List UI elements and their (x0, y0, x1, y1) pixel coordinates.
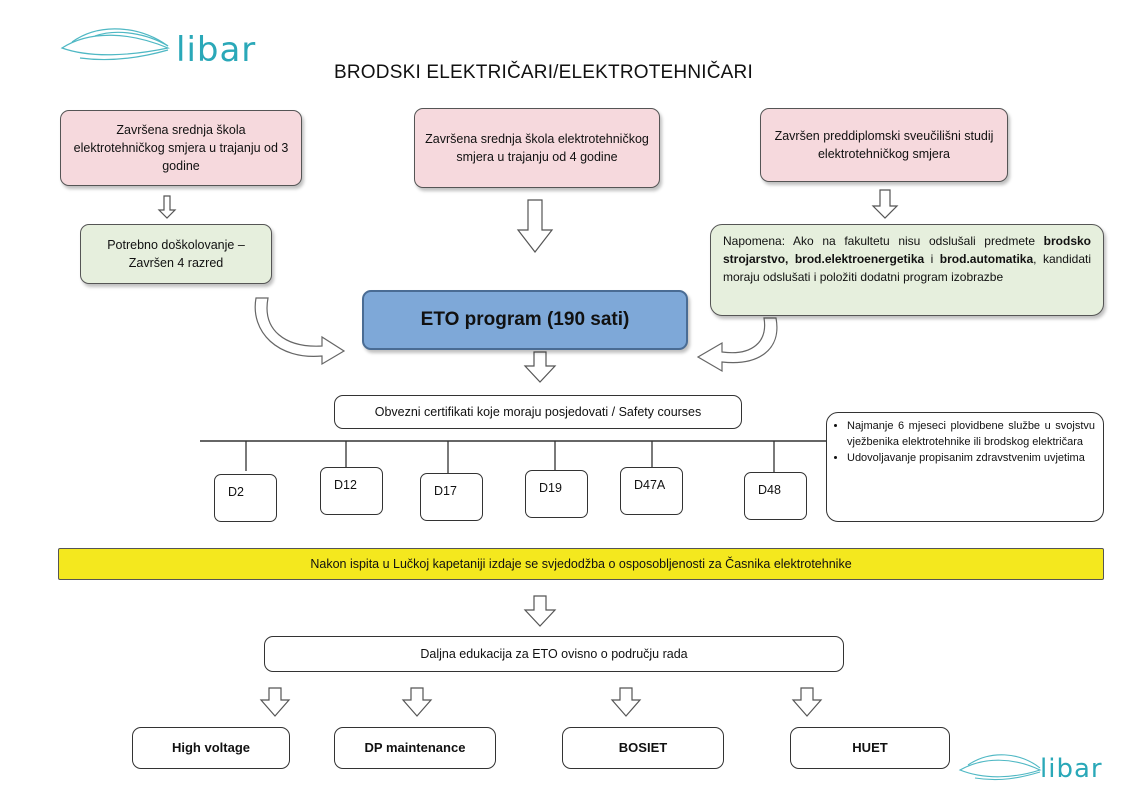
course-box-d19: D19 (525, 470, 588, 518)
course-box-d2: D2 (214, 474, 277, 522)
down-arrow-spec-3 (610, 687, 642, 717)
down-arrow-eto (523, 351, 557, 383)
course-box-d17: D17 (420, 473, 483, 521)
note-text-1: Napomena: Ako na fakultetu nisu odslušal… (723, 234, 1044, 248)
curved-arrow-right (696, 317, 778, 373)
entry-box-left: Završena srednja škola elektrotehničkog … (60, 110, 302, 186)
down-arrow-right (871, 189, 899, 219)
down-arrow-middle (516, 199, 554, 253)
entry-box-middle: Završena srednja škola elektrotehničkog … (414, 108, 660, 188)
note-text-2: i (924, 252, 940, 266)
logo-bottom-leaf-icon (958, 754, 1042, 781)
note-bold-2: brod.automatika (939, 252, 1034, 266)
note-text-3: , kandidati moraju odslušati i položiti … (723, 252, 1091, 284)
note-bold-1: brodsko strojarstvo, brod.elektroenerget… (723, 234, 1091, 266)
down-arrow-left (157, 195, 177, 219)
harbor-exam-banner: Nakon ispita u Lučkoj kapetaniji izdaje … (58, 548, 1104, 580)
eto-program-box: ETO program (190 sati) (362, 290, 688, 350)
extra-training-box: Potrebno doškolovanje – Završen 4 razred (80, 224, 272, 284)
curved-arrow-left (254, 297, 346, 366)
spec-box-bosiet: BOSIET (562, 727, 724, 769)
logo-top-word: libar (176, 30, 257, 70)
further-education-box: Daljna edukacija za ETO ovisno o područj… (264, 636, 844, 672)
requirement-item: Udovoljavanje propisanim zdravstvenim uv… (847, 451, 1095, 467)
down-arrow-exam (523, 595, 557, 627)
course-box-d47a: D47A (620, 467, 683, 515)
spec-box-high-voltage: High voltage (132, 727, 290, 769)
requirements-box: Najmanje 6 mjeseci plovidbene službe u s… (826, 412, 1104, 522)
note-box: Napomena: Ako na fakultetu nisu odslušal… (710, 224, 1104, 316)
course-box-d48: D48 (744, 472, 807, 520)
spec-box-dp-maintenance: DP maintenance (334, 727, 496, 769)
down-arrow-spec-4 (791, 687, 823, 717)
logo-top: libar (176, 30, 256, 70)
down-arrow-spec-1 (259, 687, 291, 717)
requirement-item: Najmanje 6 mjeseci plovidbene službe u s… (847, 419, 1095, 451)
course-box-d12: D12 (320, 467, 383, 515)
certificates-box: Obvezni certifikati koje moraju posjedov… (334, 395, 742, 429)
logo-top-leaf-icon (60, 28, 171, 61)
entry-box-right: Završen preddiplomski sveučilišni studij… (760, 108, 1008, 182)
spec-box-huet: HUET (790, 727, 950, 769)
diagram-title: BRODSKI ELEKTRIČARI/ELEKTROTEHNIČARI (334, 62, 753, 83)
down-arrow-spec-2 (401, 687, 433, 717)
logo-bottom: libar (1040, 754, 1103, 784)
logo-bottom-word: libar (1040, 754, 1103, 784)
